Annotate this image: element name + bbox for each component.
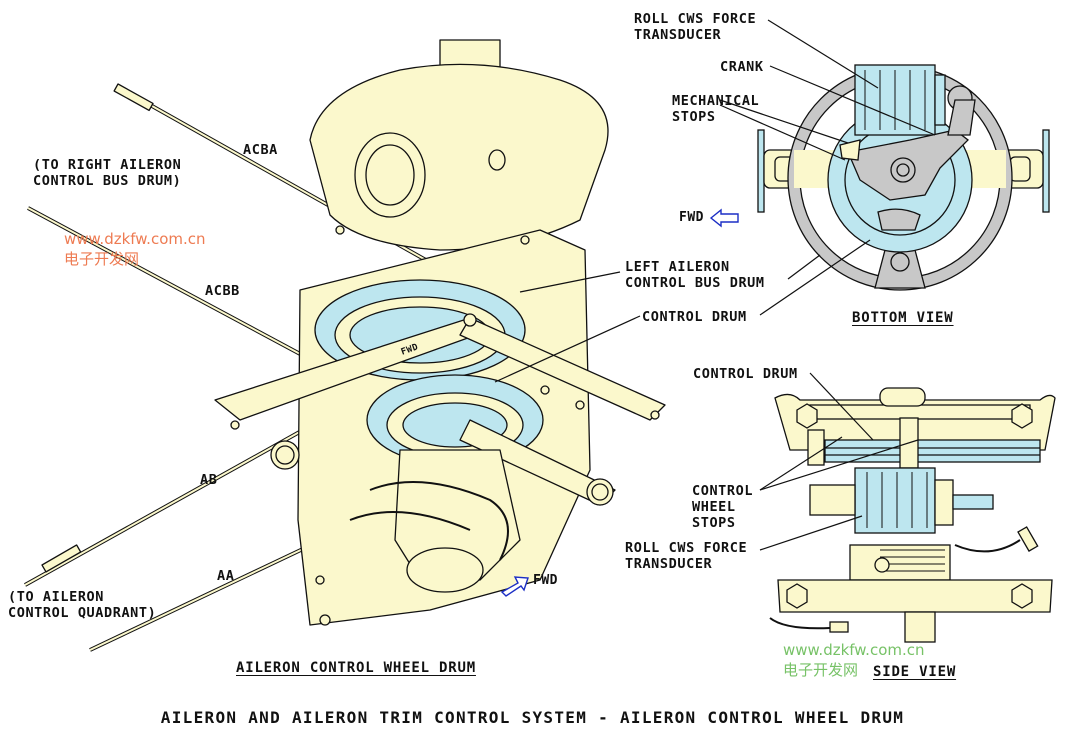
callout-mechanical-stops: MECHANICAL STOPS [672, 93, 760, 125]
main-view-drawing [24, 39, 666, 652]
side-view-leaders [759, 372, 919, 551]
bottom-view-leaders [719, 19, 936, 316]
transducer-cylinder [406, 547, 484, 593]
watermark-orange: www.dzkfw.com.cn 电子开发网 [64, 229, 206, 269]
callout-control-wheel-stops: CONTROL WHEEL STOPS [692, 483, 754, 531]
cable-aa [89, 546, 306, 652]
bottom-view-drawing [757, 64, 1050, 291]
bottom-fwd-arrow-icon [709, 208, 739, 228]
side-view-control-drum [824, 439, 1041, 463]
main-view-title: AILERON CONTROL WHEEL DRUM [236, 660, 476, 676]
support-arm-right [459, 317, 666, 421]
cable-acbb [27, 206, 331, 372]
callout-control-drum: CONTROL DRUM [642, 309, 747, 325]
side-view-title: SIDE VIEW [873, 664, 957, 680]
callout-left-aileron-bus-drum: LEFT AILERON CONTROL BUS DRUM [625, 259, 765, 291]
watermark-green: www.dzkfw.com.cn 电子开发网 [783, 640, 925, 680]
main-view-leaders [494, 271, 641, 383]
bottom-fwd-label: FWD [679, 210, 704, 225]
note-aileron-quadrant: (TO AILERON CONTROL QUADRANT) [8, 589, 157, 621]
side-view-drawing [769, 387, 1056, 643]
column-flange-housing [309, 63, 609, 251]
callout-crank: CRANK [720, 59, 764, 75]
callout-roll-cws-transducer-side: ROLL CWS FORCE TRANSDUCER [625, 540, 748, 572]
watermark-site-name: 电子开发网 [783, 661, 859, 679]
cable-label-ab: AB [200, 472, 218, 488]
callout-side-control-drum: CONTROL DRUM [693, 366, 798, 382]
main-fwd-arrow-icon [500, 576, 529, 597]
note-right-bus-drum: (TO RIGHT AILERON CONTROL BUS DRUM) [33, 157, 182, 189]
bottom-view-title: BOTTOM VIEW [852, 310, 954, 326]
cable-label-acbb: ACBB [205, 283, 240, 299]
watermark-site-name: 电子开发网 [64, 250, 140, 268]
figure-caption: AILERON AND AILERON TRIM CONTROL SYSTEM … [160, 708, 905, 727]
main-fwd-label: FWD [533, 573, 558, 588]
callout-roll-cws-transducer-bottom: ROLL CWS FORCE TRANSDUCER [634, 11, 757, 43]
watermark-url: www.dzkfw.com.cn [783, 641, 925, 659]
watermark-url: www.dzkfw.com.cn [64, 230, 206, 248]
cable-label-acba: ACBA [243, 142, 278, 158]
cable-label-aa: AA [217, 568, 235, 584]
